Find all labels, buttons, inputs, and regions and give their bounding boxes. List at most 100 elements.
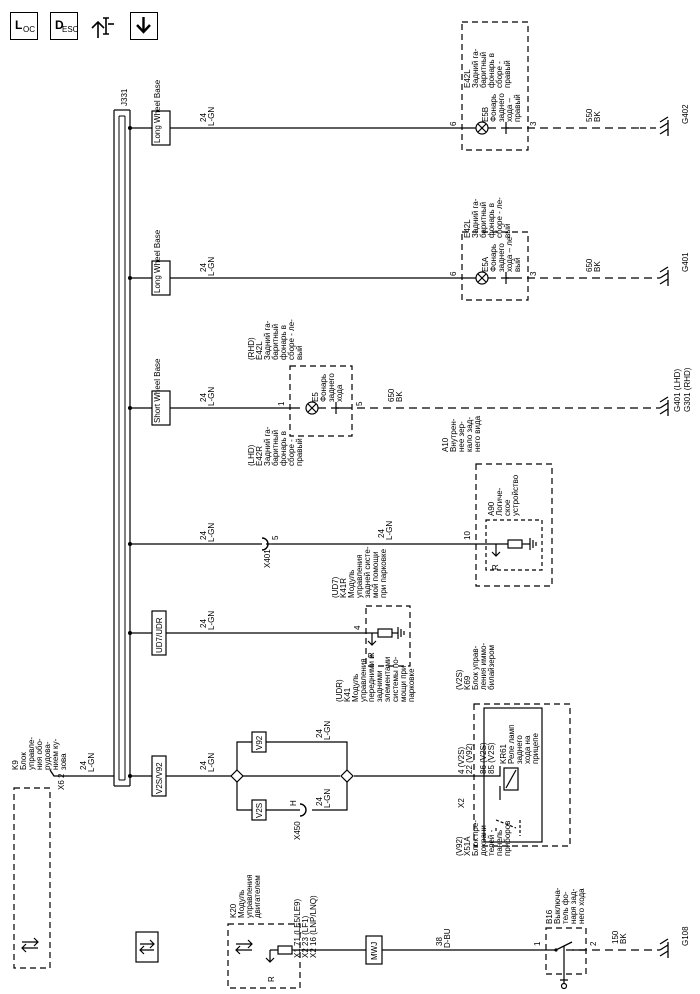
desc-e42l-left-line: сборе - ле-	[495, 197, 504, 238]
down-arrow-icon[interactable]	[130, 12, 158, 40]
pin-k20-x2a: X2	[301, 948, 310, 958]
desc-x51a-line: (V92)	[455, 836, 464, 856]
desc-b16-line: B16	[545, 909, 554, 924]
desc-e5a-line: заднего	[497, 243, 506, 272]
wire-label-k9-gauge: 24	[79, 761, 88, 770]
desc-e42l-left-line: фонарь в	[487, 203, 496, 238]
desc-k41-line: парковке	[407, 668, 416, 702]
desc-e42l-right-line: фонарь в	[487, 53, 496, 88]
desc-b16-line: Выключа-	[553, 887, 562, 924]
junction-dots	[128, 126, 132, 778]
option-mwj-label: MWJ	[370, 942, 379, 960]
connector-x450-h: H	[289, 800, 298, 806]
wire-label-r3-color: L-GN	[207, 387, 216, 406]
wire-label-r2-gauge: 24	[199, 263, 208, 272]
desc-k69-line: K69	[463, 675, 472, 690]
option-lwb-right: Long Wheel Base	[151, 79, 171, 146]
desc-k9-line: Блок	[19, 752, 28, 770]
pin-k20-16: 16 (LNP/LNQ)	[309, 895, 318, 946]
wire-label-r5-color: L-GN	[207, 611, 216, 630]
desc-k41r-line: K41R	[339, 578, 348, 598]
desc-e42l-rhd-line: E42L	[255, 341, 264, 360]
wire-150-color: BK	[619, 933, 628, 944]
label-k41-r: R	[367, 652, 376, 658]
pin-b16-2: 2	[589, 941, 598, 946]
pin-e5b-3: 3	[529, 121, 538, 126]
pin-e5b-6: 6	[449, 121, 458, 126]
desc-k41-line: Модуль	[351, 674, 360, 702]
desc-a10-line: A10	[441, 437, 450, 452]
desc-a90-line: устройство	[511, 474, 520, 516]
desc-k9-line: рудова-	[43, 741, 52, 770]
desc-k69-line: (V2S)	[455, 669, 464, 690]
desc-e42r-lhd-line: (LHD)	[247, 444, 256, 466]
desc-b16-line: наря зад-	[569, 888, 578, 924]
ground-g402-label: G402	[681, 104, 690, 124]
desc-icon-letter: D	[55, 18, 64, 32]
desc-e42l-right-line: правый	[503, 60, 512, 88]
desc-x51a-line: приборов	[503, 821, 512, 856]
desc-a90-line: Логиче-	[495, 487, 504, 516]
desc-e5b-line: Фонарь	[489, 94, 498, 122]
desc-k41-line: (UDR)	[335, 679, 344, 702]
ground-g108-label: G108	[681, 926, 690, 946]
wire-label-r2-color: L-GN	[207, 257, 216, 276]
desc-x51a-line: телей -	[487, 829, 496, 856]
pin-e5a-6: 6	[449, 271, 458, 276]
pin-k69-4v2s: 4 (V2S)	[457, 747, 466, 774]
desc-x51a-line: панель	[495, 830, 504, 856]
component-e5b-box	[461, 21, 529, 151]
connector-x401-label: X401	[263, 549, 272, 568]
wire-650-b-color: BK	[395, 391, 404, 402]
option-lwb-left: Long Wheel Base	[151, 229, 171, 296]
desc-a10-line: Внутрен-	[449, 418, 458, 452]
wire-650-a: 650	[585, 258, 594, 272]
pin-k20-x1: X1	[293, 948, 302, 958]
desc-e5-line: заднего	[327, 373, 336, 402]
wire-v2s-color: L-GN	[323, 789, 332, 808]
antenna-wrench-icon[interactable]	[88, 12, 116, 40]
component-k20-box	[227, 923, 302, 989]
desc-e42l-right-line: Задний га-	[471, 48, 480, 88]
serial-data-box	[135, 931, 159, 963]
desc-k9-line: управле-	[27, 737, 36, 770]
pin-e5-1: 1	[277, 401, 286, 406]
component-a10-box	[475, 463, 553, 587]
component-k9-box	[13, 769, 62, 969]
desc-k41r-line: при парковке	[379, 548, 388, 598]
wire-label-r4a-color: L-GN	[207, 523, 216, 542]
desc-e42l-left-line: вый	[503, 224, 512, 238]
desc-kr61-line: прицепе	[531, 732, 540, 764]
desc-a10-line: нее зер-	[457, 421, 466, 452]
pin-k69-86: 86 (V2S)	[479, 742, 488, 774]
desc-e5b-line: правый	[513, 94, 522, 122]
desc-k41r-line: задней систе-	[363, 546, 372, 598]
desc-kr61-line: заднего	[515, 735, 524, 764]
wire-label-ecm-color: D-BU	[443, 928, 452, 948]
pin-k69-22v92: 22 (V92)	[465, 743, 474, 774]
wire-label-r4a-gauge: 24	[199, 531, 208, 540]
desc-e5a-line: вый	[513, 258, 522, 272]
wire-label-r6-gauge: 24	[199, 761, 208, 770]
diamond-splice	[230, 741, 354, 817]
ground-g401-label: G401	[681, 252, 690, 272]
desc-k41-line: мощи при	[399, 666, 408, 702]
pin-x401-5: 5	[271, 535, 280, 540]
wire-label-ecm-gauge: 38	[435, 937, 444, 946]
option-swb: Short Wheel Base	[151, 358, 171, 426]
wire-label-r5-gauge: 24	[199, 619, 208, 628]
component-k69-box	[473, 703, 571, 847]
desc-a90-line: A90	[487, 501, 496, 516]
option-v92: V92	[251, 731, 267, 753]
desc-x51a-line: Блок пре-	[471, 820, 480, 856]
ground-symbol-g301	[659, 396, 669, 416]
